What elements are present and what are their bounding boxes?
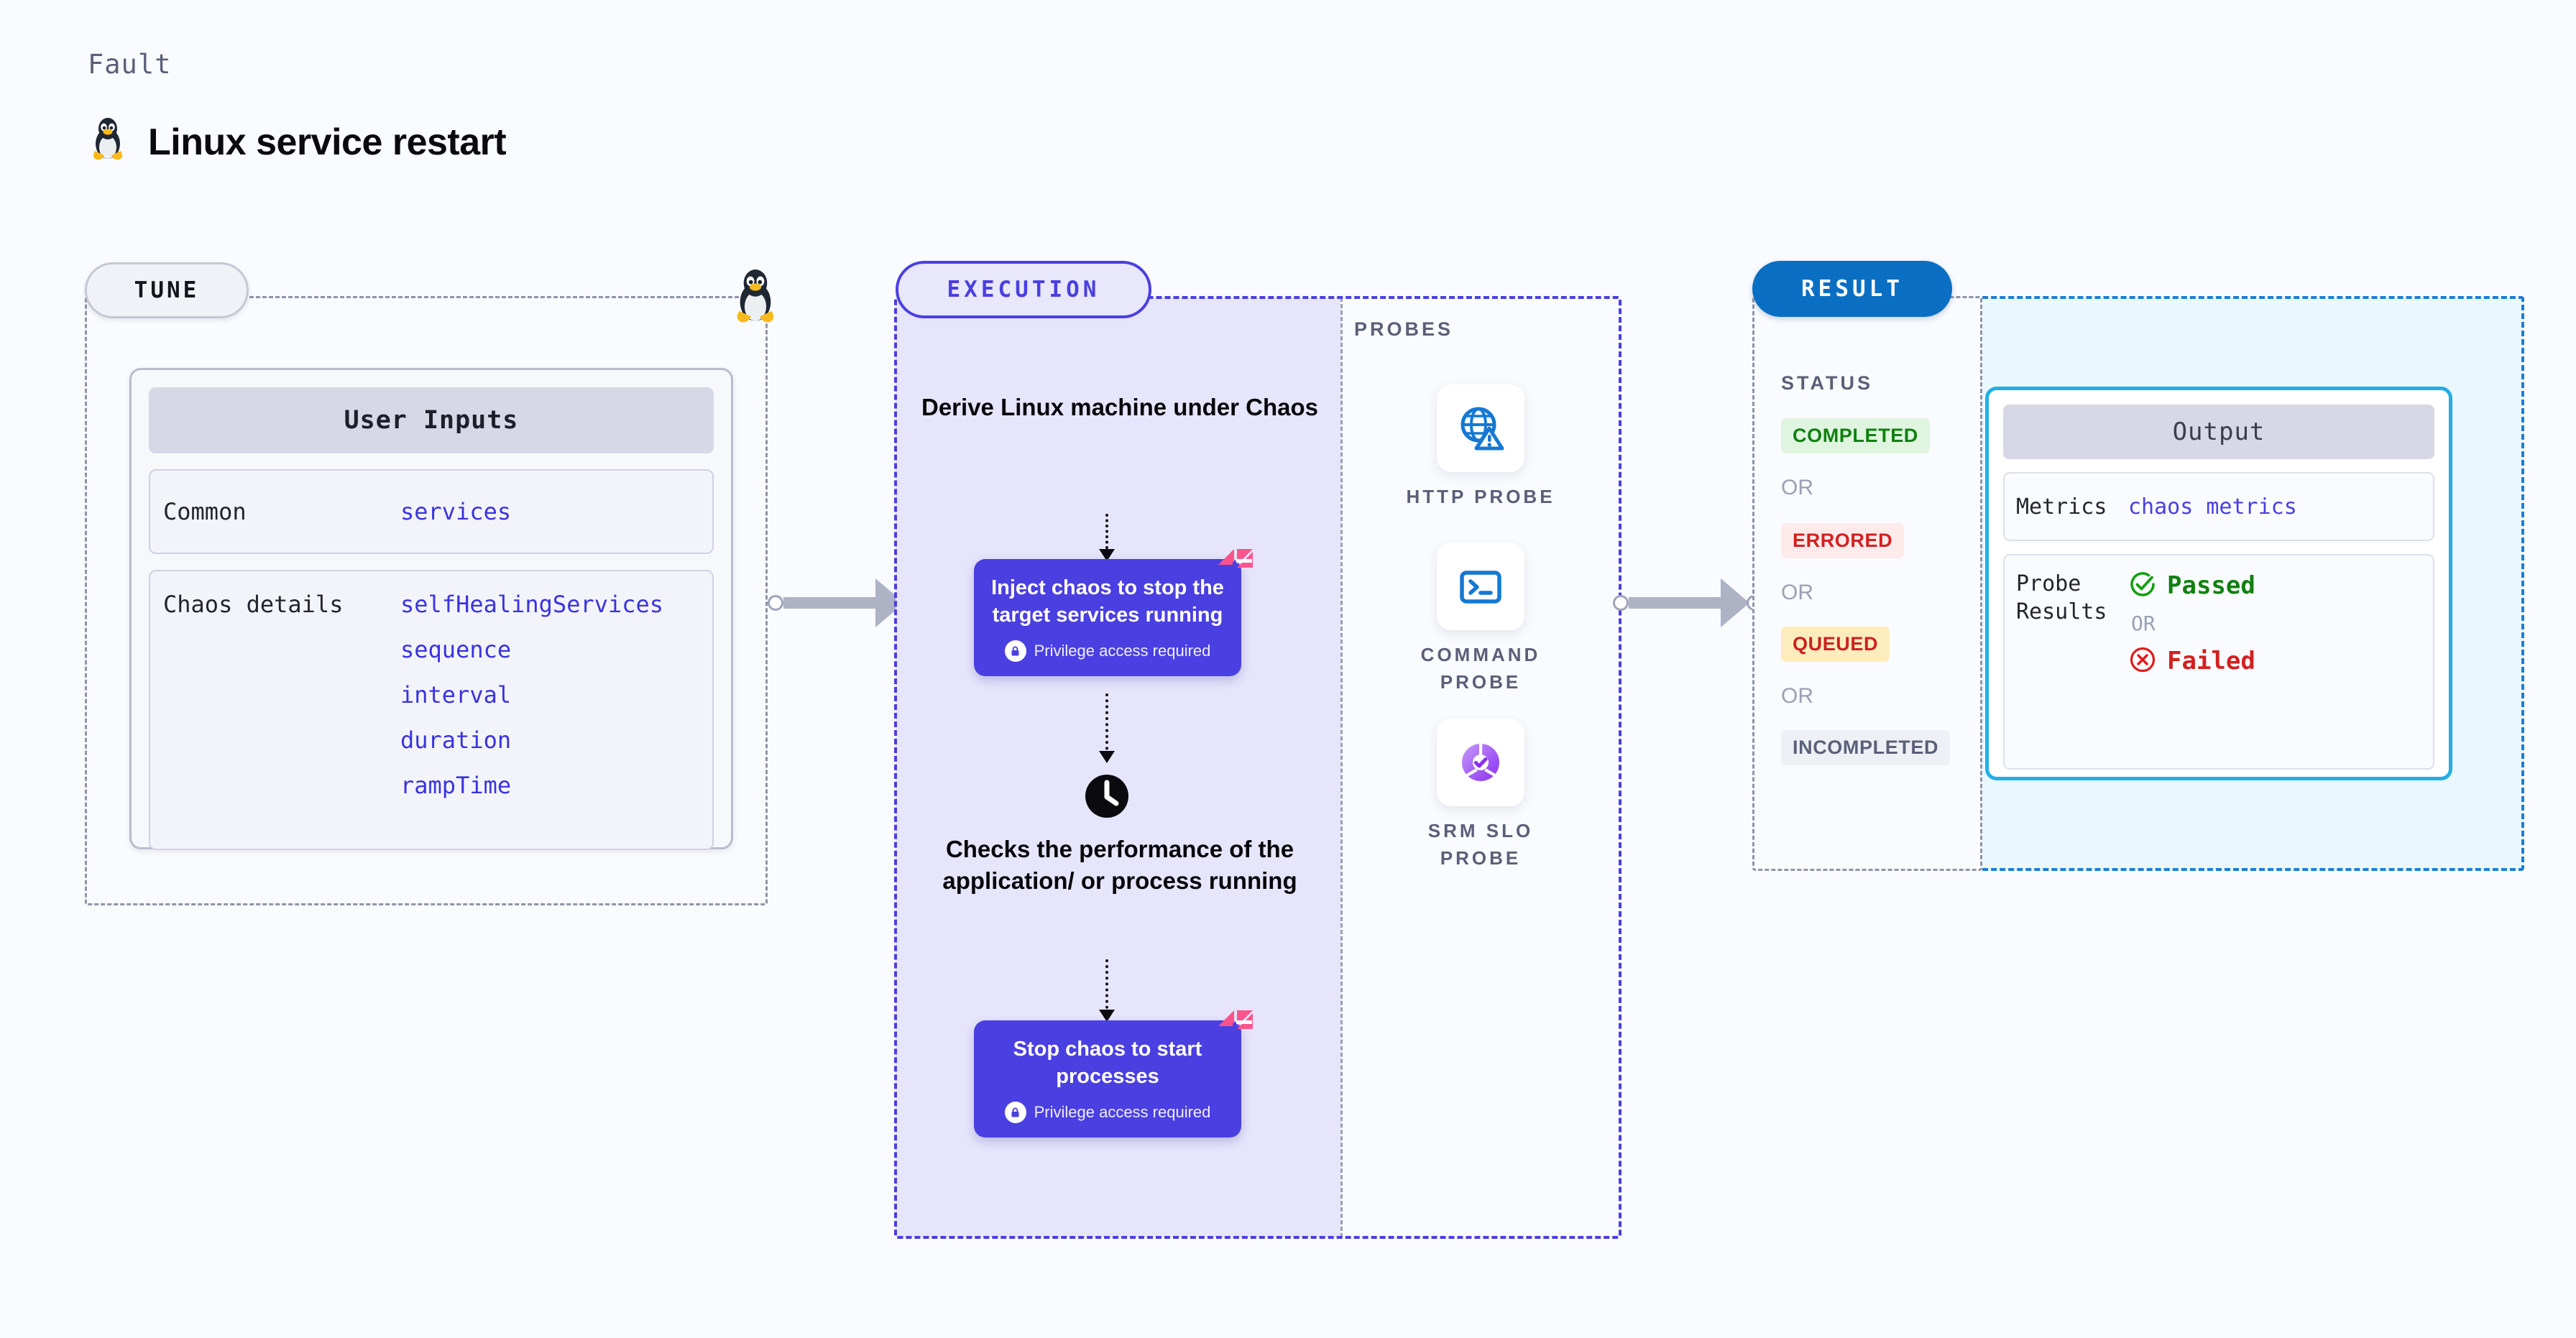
globe-warning-icon <box>1437 384 1524 472</box>
flow-arrow-2 <box>1099 693 1115 763</box>
tune-row-label: Common <box>163 497 247 525</box>
lock-icon <box>1004 1102 1026 1124</box>
probe-item-srm-slo[interactable]: SRM SLO PROBE <box>1386 719 1576 872</box>
execution-badge[interactable]: EXECUTION <box>896 261 1151 318</box>
tune-row-chaos-details: Chaos details selfHealingServices sequen… <box>149 570 714 850</box>
probe-failed-text: Failed <box>2167 647 2255 675</box>
clock-icon <box>1081 770 1133 822</box>
or-label: OR <box>1781 476 1813 499</box>
privilege-text: Privilege access required <box>1034 642 1211 660</box>
flow-arrow-1 <box>1099 514 1115 561</box>
status-badge-queued: QUEUED <box>1781 627 1890 662</box>
harness-ribbon-icon <box>1213 543 1257 588</box>
or-label: OR <box>2131 612 2156 635</box>
linux-tux-connector-icon <box>730 266 781 329</box>
probe-passed-text: Passed <box>2167 571 2255 600</box>
probe-item-command[interactable]: COMMAND PROBE <box>1386 543 1576 696</box>
harness-ribbon-icon <box>1213 1005 1257 1049</box>
tune-row-common: Common services <box>149 469 714 554</box>
user-inputs-card: User Inputs Common services Chaos detail… <box>129 368 733 850</box>
output-row-probe-results: Probe Results Passed OR <box>2003 554 2434 770</box>
connector-shaft <box>1629 597 1721 609</box>
result-badge[interactable]: RESULT <box>1752 261 1952 317</box>
connector-shaft <box>783 597 875 609</box>
terminal-icon <box>1437 543 1524 630</box>
tune-badge[interactable]: TUNE <box>85 262 249 318</box>
output-row-metrics: Metrics chaos metrics <box>2003 472 2434 541</box>
execution-step-inject-chaos[interactable]: Inject chaos to stop the target services… <box>974 549 1253 677</box>
result-status-frame <box>1752 296 1982 871</box>
execution-section-frame <box>894 296 1622 1239</box>
output-metrics-value[interactable]: chaos metrics <box>2128 494 2297 520</box>
step-title: Stop chaos to start processes <box>1013 1038 1202 1088</box>
page-title-row: Linux service restart <box>88 115 507 169</box>
probe-label: SRM SLO PROBE <box>1427 820 1534 869</box>
tune-value-ramptime[interactable]: rampTime <box>400 771 512 799</box>
tune-row-values: selfHealingServices sequence interval du… <box>400 590 663 830</box>
probe-label: HTTP PROBE <box>1406 486 1555 507</box>
tune-section-frame <box>85 296 768 905</box>
tune-value-selfhealingservices[interactable]: selfHealingServices <box>400 591 664 618</box>
probe-label: COMMAND PROBE <box>1420 644 1541 693</box>
tune-value-duration[interactable]: duration <box>400 726 512 754</box>
execution-step-checks-text: Checks the performance of the applicatio… <box>942 836 1297 894</box>
tune-row-values: services <box>400 497 511 527</box>
status-label: STATUS <box>1781 372 1873 394</box>
page-subtitle-fault: Fault <box>88 49 172 80</box>
probe-result-failed: Failed <box>2128 645 2255 677</box>
probe-item-http[interactable]: HTTP PROBE <box>1386 384 1576 511</box>
output-header: Output <box>2003 405 2434 459</box>
slo-donut-check-icon <box>1437 719 1524 806</box>
tune-row-label: Chaos details <box>163 591 344 618</box>
check-circle-icon <box>2128 570 2157 601</box>
privilege-text: Privilege access required <box>1034 1103 1211 1122</box>
or-label: OR <box>1781 684 1813 708</box>
x-circle-icon <box>2128 645 2157 677</box>
privilege-row: Privilege access required <box>985 640 1230 663</box>
or-label: OR <box>1781 581 1813 604</box>
connector-start-dot <box>768 595 783 611</box>
probe-result-passed: Passed <box>2128 570 2255 601</box>
tune-value-services[interactable]: services <box>400 497 512 525</box>
connector-start-dot <box>1613 595 1629 611</box>
step-title: Inject chaos to stop the target services… <box>991 576 1224 627</box>
execution-step-stop-chaos[interactable]: Stop chaos to start processes Privilege … <box>974 1010 1253 1138</box>
page-title: Linux service restart <box>148 121 507 163</box>
output-card: Output Metrics chaos metrics Probe Resul… <box>1985 387 2452 780</box>
connector-arrowhead <box>1721 578 1749 627</box>
probe-results-values: Passed OR Failed <box>2128 570 2255 754</box>
probes-label: PROBES <box>1354 318 1454 340</box>
flow-arrow-3 <box>1099 959 1115 1022</box>
status-badge-incompleted: INCOMPLETED <box>1781 730 1951 765</box>
status-badge-completed: COMPLETED <box>1781 418 1930 453</box>
tune-value-sequence[interactable]: sequence <box>400 635 512 663</box>
lock-icon <box>1004 640 1026 663</box>
connector-execution-to-result <box>1613 578 1762 627</box>
status-badge-errored: ERRORED <box>1781 523 1905 558</box>
user-inputs-header: User Inputs <box>149 387 714 453</box>
privilege-row: Privilege access required <box>985 1102 1230 1124</box>
tune-value-interval[interactable]: interval <box>400 680 512 709</box>
output-row-label: Metrics <box>2016 494 2107 520</box>
output-row-label: Probe Results <box>2016 571 2107 624</box>
linux-tux-icon <box>88 115 128 169</box>
execution-step-derive-text: Derive Linux machine under Chaos <box>921 394 1318 420</box>
